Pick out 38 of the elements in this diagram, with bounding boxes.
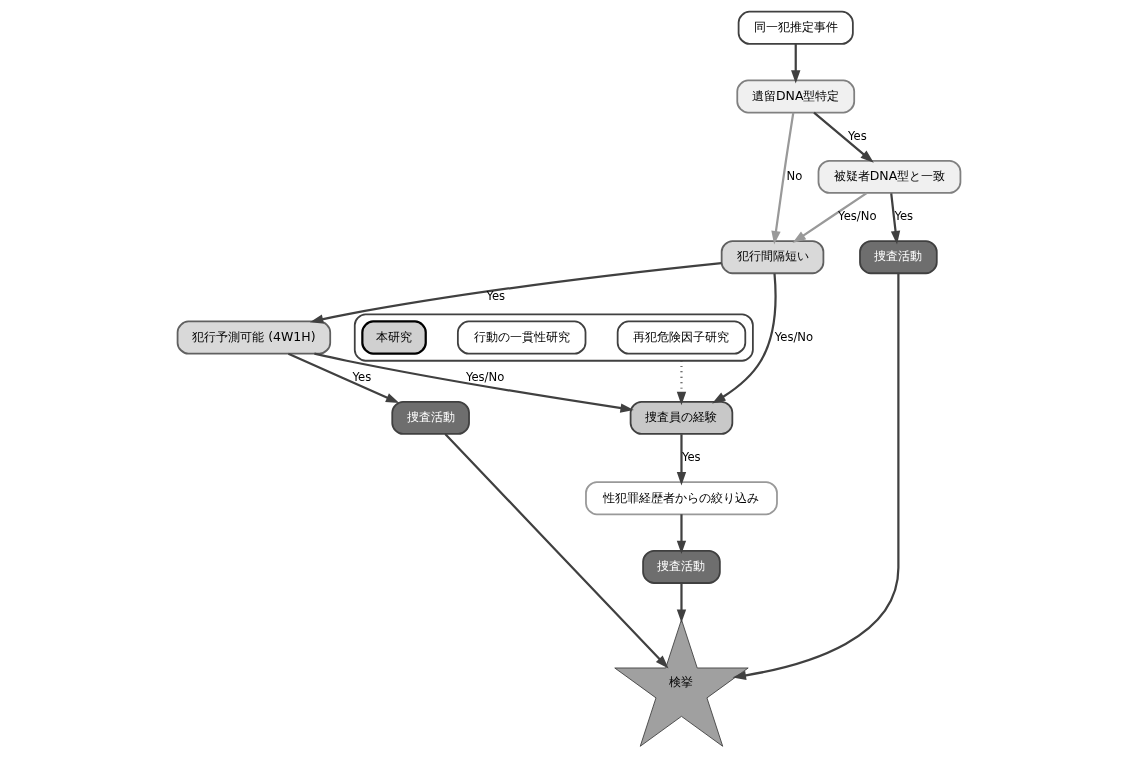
node-box: 捜査員の経験 xyxy=(629,400,733,435)
node-box: 再犯危険因子研究 xyxy=(616,320,746,355)
node-box: 行動の一貫性研究 xyxy=(456,320,586,355)
edge-label: Yes xyxy=(352,369,371,384)
arrow xyxy=(309,261,722,324)
arrow xyxy=(889,193,900,245)
edge-label: No xyxy=(786,168,802,183)
node-box: 捜査活動 xyxy=(390,400,470,435)
arrow xyxy=(812,111,874,163)
edge-label: Yes xyxy=(681,450,701,465)
node-box: 性犯罪経歴者からの絞り込み xyxy=(584,481,778,516)
arrow xyxy=(770,112,794,245)
edge-label: Yes xyxy=(847,128,867,143)
node-box: 犯行間隔短い xyxy=(720,240,824,275)
edge-label: Yes/No xyxy=(774,329,813,344)
node-box: 遺留DNA型特定 xyxy=(735,79,855,114)
arrow xyxy=(676,360,686,406)
node-box: 捜査活動 xyxy=(641,549,721,584)
edge-label: Yes xyxy=(893,209,913,224)
arrow xyxy=(676,583,686,623)
edge-label: Yes/No xyxy=(837,209,877,224)
arrow xyxy=(443,433,669,669)
arrow xyxy=(732,273,899,681)
node-box: 本研究 xyxy=(360,320,427,355)
arrow xyxy=(313,352,634,413)
cluster xyxy=(353,313,754,362)
edge-label: Yes xyxy=(485,289,505,304)
node-box: 被疑者DNA型と一致 xyxy=(817,159,961,194)
arrow xyxy=(287,352,399,404)
arrow xyxy=(676,434,686,486)
arrow xyxy=(676,514,686,555)
edge-label: Yes/No xyxy=(465,369,504,384)
node-box: 犯行予測可能 (4W1H) xyxy=(176,320,331,355)
arrow xyxy=(792,192,867,243)
node-box: 捜査活動 xyxy=(858,240,938,275)
arrow xyxy=(711,273,777,404)
arrow xyxy=(790,43,800,84)
node-box: 同一犯推定事件 xyxy=(737,10,854,45)
